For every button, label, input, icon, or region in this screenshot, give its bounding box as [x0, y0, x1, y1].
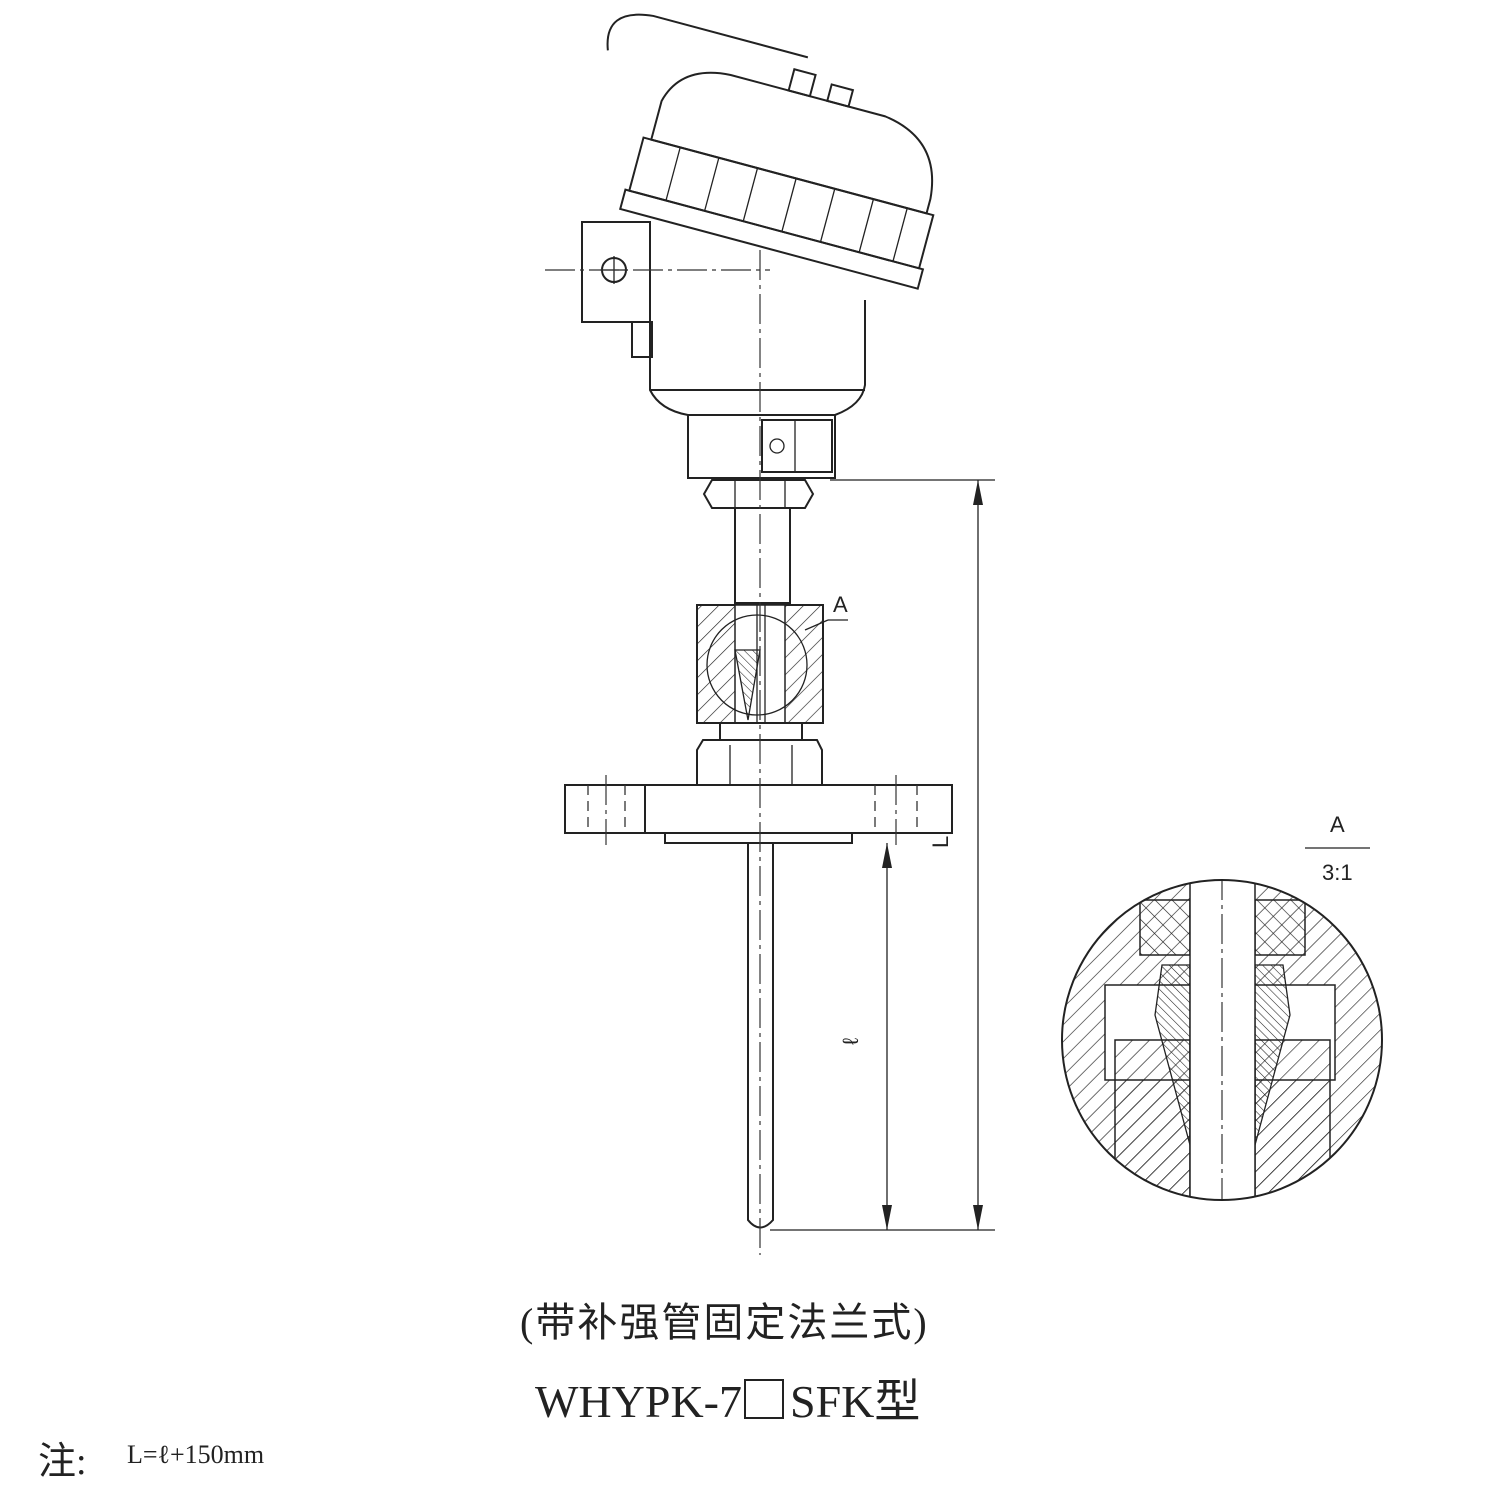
drawing-subtitle: (带补强管固定法兰式) [520, 1300, 929, 1345]
screw-icon [769, 438, 785, 454]
detail-callout-label: A [833, 592, 848, 617]
detail-view-title: A [1330, 812, 1345, 837]
note-text: L=ℓ+150mm [127, 1440, 265, 1469]
compression-fitting: A [696, 592, 848, 724]
model-suffix: SFK型 [789, 1376, 921, 1427]
junction-box-head [545, 13, 935, 479]
detail-view-a: A 3:1 [1061, 812, 1383, 1201]
detail-a-circle [706, 614, 808, 716]
flange [564, 775, 953, 845]
dim-label-l: ℓ [838, 1037, 863, 1045]
detail-scale: 3:1 [1322, 860, 1353, 885]
note-label: 注: [38, 1441, 87, 1483]
hex-nut [702, 479, 815, 509]
dim-label-L: L [928, 836, 953, 848]
stem-assembly: A [564, 250, 953, 1255]
head-cover [606, 13, 935, 290]
model-number: WHYPK-7 SFK型 [535, 1365, 920, 1431]
ground-screw [631, 321, 653, 358]
placeholder-box [743, 1379, 784, 1419]
model-prefix: WHYPK-7 [535, 1376, 742, 1427]
dimension-lines: L ℓ [770, 479, 995, 1231]
